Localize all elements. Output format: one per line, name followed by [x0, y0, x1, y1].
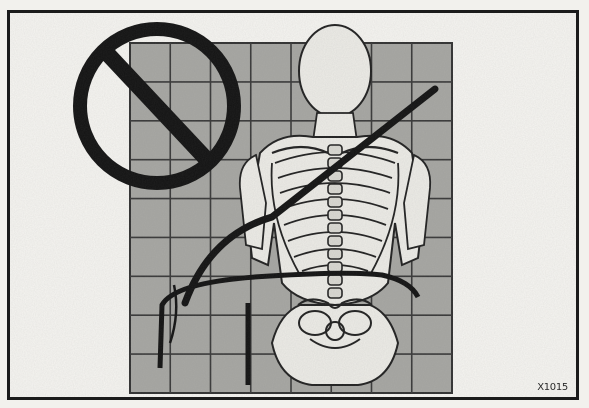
figure-reference-code: X1015 — [537, 382, 568, 393]
figure-frame: X1015 — [7, 10, 579, 400]
seatbelt-warning-illustration — [10, 13, 576, 397]
print-grain — [10, 13, 576, 397]
